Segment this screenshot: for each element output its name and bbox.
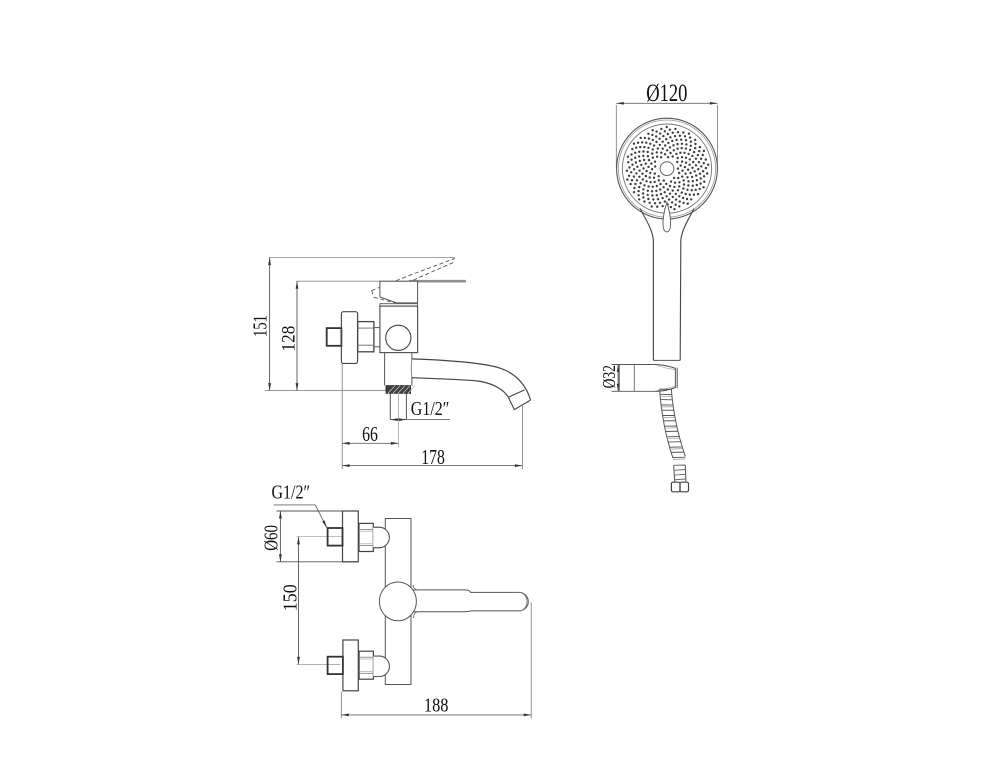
svg-text:128: 128 bbox=[278, 326, 299, 352]
svg-text:188: 188 bbox=[424, 694, 449, 717]
svg-text:G1/2″: G1/2″ bbox=[411, 397, 450, 419]
svg-text:178: 178 bbox=[421, 446, 445, 470]
svg-text:150: 150 bbox=[280, 584, 302, 611]
svg-text:66: 66 bbox=[362, 423, 378, 447]
svg-text:Ø32: Ø32 bbox=[600, 365, 619, 388]
svg-text:151: 151 bbox=[249, 315, 270, 337]
svg-text:G1/2″: G1/2″ bbox=[272, 480, 311, 502]
svg-text:Ø120: Ø120 bbox=[646, 78, 687, 106]
svg-text:Ø60: Ø60 bbox=[260, 525, 283, 551]
